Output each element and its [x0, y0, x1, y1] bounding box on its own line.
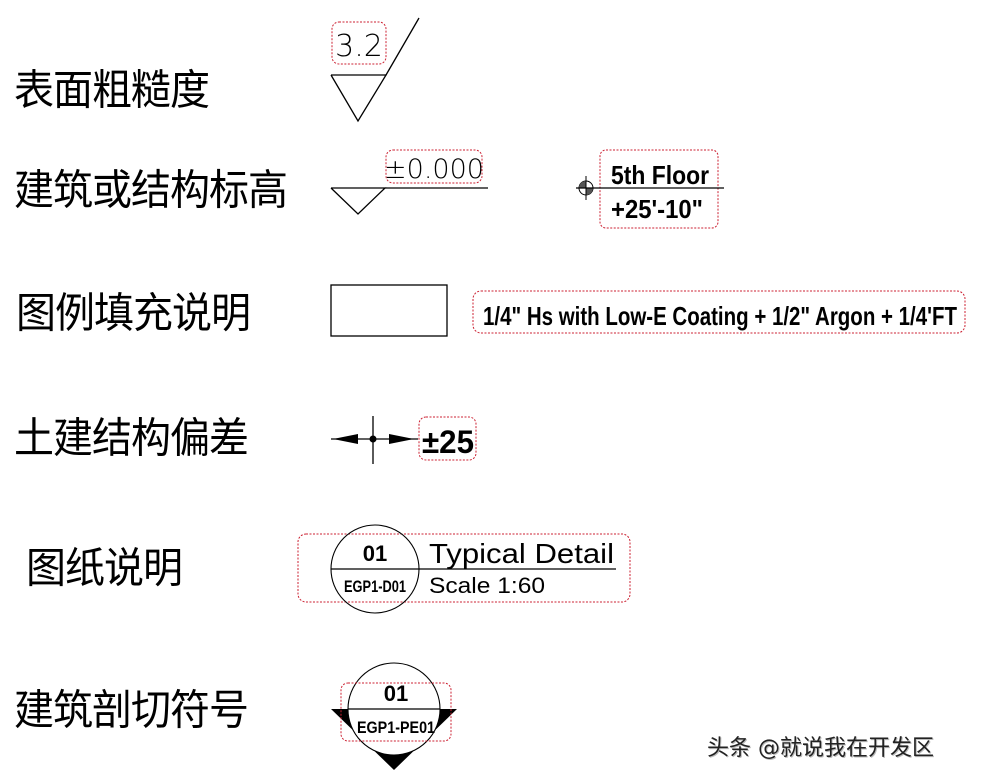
- tolerance-value: ±25: [422, 424, 474, 460]
- detail-number: 01: [363, 541, 387, 566]
- revision-cloud: [472, 290, 966, 334]
- revision-cloud: [297, 533, 631, 603]
- level-value: +25'-10": [611, 194, 703, 224]
- detail-title: Typical Detail: [429, 538, 614, 569]
- revision-cloud: [385, 149, 483, 184]
- revision-cloud: [418, 416, 477, 461]
- legend-description: 1/4" Hs with Low-E Coating + 1/2" Argon …: [483, 301, 957, 331]
- revision-cloud: [331, 21, 387, 65]
- label-surface-roughness: 表面粗糙度: [14, 66, 210, 116]
- label-tolerance: 土建结构偏差: [14, 414, 249, 464]
- section-sheet: EGP1-PE01: [357, 718, 435, 737]
- surface-roughness-symbol: 3.2: [330, 17, 420, 123]
- label-drawing-title: 图纸说明: [26, 544, 183, 594]
- elevation-value: ±0.000: [384, 154, 484, 185]
- watermark: 头条 @就说我在开发区: [707, 736, 934, 761]
- detail-sheet: EGP1-D01: [344, 577, 406, 596]
- legend-fill-symbol: 1/4" Hs with Low-E Coating + 1/2" Argon …: [330, 284, 966, 337]
- detail-scale: Scale 1:60: [429, 573, 545, 598]
- revision-cloud: [599, 149, 719, 229]
- elevation-symbol: ±0.000: [330, 149, 488, 215]
- tolerance-symbol: ±25: [331, 416, 477, 464]
- level-marker: 5th Floor +25'-10": [576, 149, 724, 229]
- roughness-value: 3.2: [335, 29, 383, 64]
- label-elevation: 建筑或结构标高: [14, 166, 288, 216]
- legend-swatch: [330, 284, 448, 337]
- level-name: 5th Floor: [611, 160, 709, 190]
- revision-cloud: [340, 682, 452, 742]
- section-mark-symbol: 01 EGP1-PE01: [331, 662, 457, 770]
- drawing-title-symbol: 01 EGP1-D01 Typical Detail Scale 1:60: [297, 524, 631, 614]
- label-legend-fill: 图例填充说明: [16, 289, 251, 339]
- section-number: 01: [384, 681, 408, 706]
- label-section-mark: 建筑剖切符号: [14, 686, 249, 736]
